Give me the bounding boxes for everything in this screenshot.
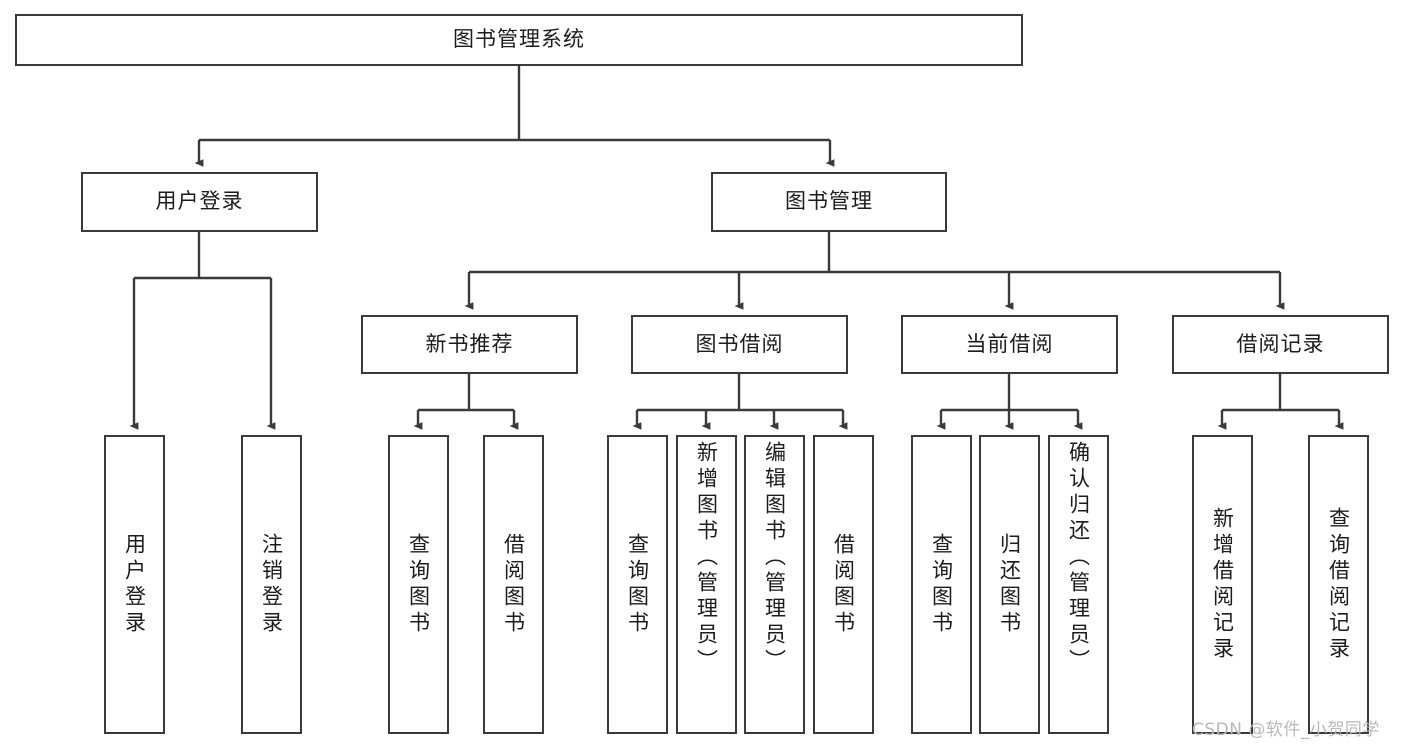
leaf-query-book-recommend[interactable]: 查询图书: [388, 435, 449, 734]
node-label: 新增借阅记录: [1210, 506, 1235, 663]
node-label: 用户登录: [155, 189, 244, 214]
leaf-confirm-return-admin[interactable]: 确认归还（管理员）: [1048, 435, 1109, 734]
node-new-book-recommend[interactable]: 新书推荐: [361, 315, 578, 374]
node-label: 查询图书: [406, 532, 431, 637]
node-label: 查询借阅记录: [1326, 506, 1351, 663]
node-label: 查询图书: [625, 532, 650, 637]
leaf-add-borrow-record[interactable]: 新增借阅记录: [1192, 435, 1253, 734]
node-label: 图书管理系统: [453, 27, 585, 52]
leaf-logout[interactable]: 注销登录: [241, 435, 302, 734]
node-label: 新增图书（管理员）: [694, 441, 719, 675]
leaf-borrow-book[interactable]: 借阅图书: [813, 435, 874, 734]
node-label: 借阅记录: [1236, 331, 1325, 356]
leaf-query-book-current[interactable]: 查询图书: [911, 435, 972, 734]
leaf-query-borrow-record[interactable]: 查询借阅记录: [1308, 435, 1369, 734]
node-label: 借阅图书: [831, 532, 856, 637]
node-label: 图书借阅: [695, 331, 784, 356]
node-book-management[interactable]: 图书管理: [711, 172, 947, 232]
leaf-return-book[interactable]: 归还图书: [979, 435, 1040, 734]
leaf-borrow-book-recommend[interactable]: 借阅图书: [483, 435, 544, 734]
leaf-query-book-borrow[interactable]: 查询图书: [607, 435, 668, 734]
node-label: 注销登录: [259, 532, 284, 637]
node-label: 归还图书: [997, 532, 1022, 637]
node-label: 用户登录: [122, 532, 147, 637]
node-label: 新书推荐: [425, 331, 514, 356]
leaf-edit-book-admin[interactable]: 编辑图书（管理员）: [744, 435, 805, 734]
node-current-borrow[interactable]: 当前借阅: [901, 315, 1118, 374]
node-user-login[interactable]: 用户登录: [81, 172, 318, 232]
node-label: 编辑图书（管理员）: [762, 441, 787, 675]
node-root-book-management-system[interactable]: 图书管理系统: [15, 14, 1023, 66]
leaf-user-login[interactable]: 用户登录: [104, 435, 165, 734]
node-book-borrow[interactable]: 图书借阅: [631, 315, 848, 374]
node-label: 图书管理: [785, 189, 873, 214]
node-borrow-record[interactable]: 借阅记录: [1172, 315, 1389, 374]
csdn-watermark: CSDN @软件_小贺同学: [1192, 720, 1380, 740]
node-label: 查询图书: [929, 532, 954, 637]
node-label: 当前借阅: [965, 331, 1054, 356]
node-label: 确认归还（管理员）: [1066, 441, 1091, 675]
node-label: 借阅图书: [501, 532, 526, 637]
leaf-add-book-admin[interactable]: 新增图书（管理员）: [676, 435, 737, 734]
